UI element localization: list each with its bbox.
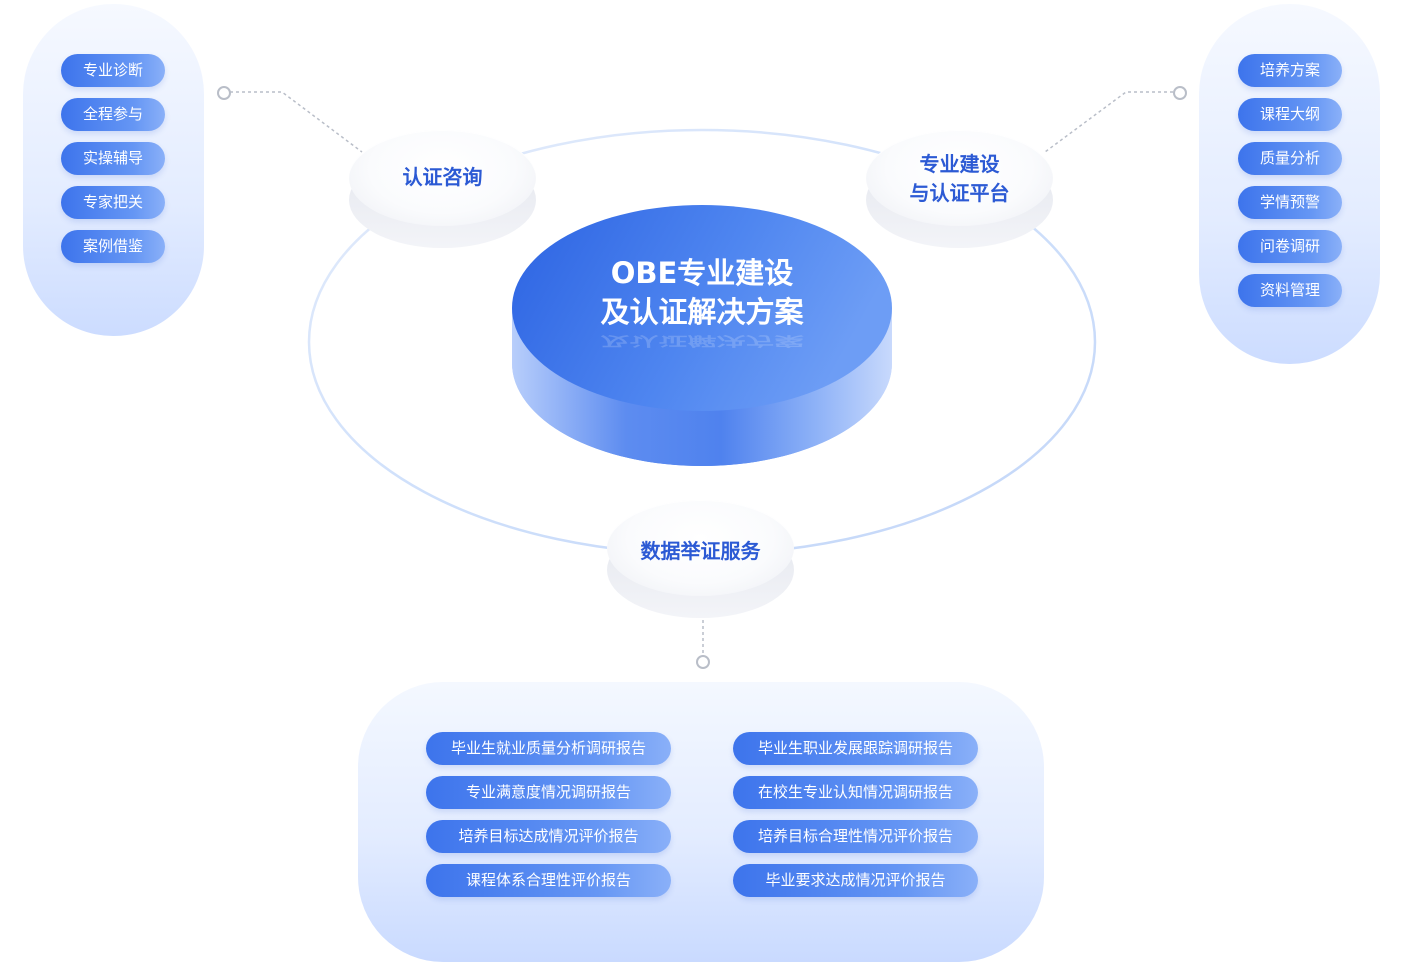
consult-service-pill: 专业诊断	[61, 54, 165, 87]
center-title-reflection: 及认证解决方案	[600, 333, 804, 349]
platform-feature-pill: 培养方案	[1238, 54, 1342, 87]
center-disc	[512, 205, 892, 466]
report-pill: 在校生专业认知情况调研报告	[733, 776, 978, 809]
connector-right	[1044, 91, 1173, 153]
report-pill: 专业满意度情况调研报告	[426, 776, 671, 809]
report-pill: 毕业要求达成情况评价报告	[733, 864, 978, 897]
report-pill: 培养目标合理性情况评价报告	[733, 820, 978, 853]
platform-feature-pill: 学情预警	[1238, 186, 1342, 219]
platform-feature-pill: 质量分析	[1238, 142, 1342, 175]
report-pill: 课程体系合理性评价报告	[426, 864, 671, 897]
consult-service-pill: 案例借鉴	[61, 230, 165, 263]
center-title-line2: 及认证解决方案	[600, 295, 804, 329]
consult-service-pill: 专家把关	[61, 186, 165, 219]
connector-left	[230, 91, 363, 153]
node-evidence: 数据举证服务	[607, 500, 794, 620]
report-pill: 培养目标达成情况评价报告	[426, 820, 671, 853]
consult-service-pill: 实操辅导	[61, 142, 165, 175]
node-evidence-label: 数据举证服务	[640, 539, 761, 563]
connector-left-dot	[217, 86, 231, 100]
platform-feature-pill: 资料管理	[1238, 274, 1342, 307]
platform-feature-pill: 问卷调研	[1238, 230, 1342, 263]
connector-bottom-dot	[696, 655, 710, 669]
platform-feature-pill: 课程大纲	[1238, 98, 1342, 131]
connector-right-dot	[1173, 86, 1187, 100]
consult-service-pill: 全程参与	[61, 98, 165, 131]
node-platform-label-line2: 与认证平台	[909, 181, 1010, 205]
report-pill: 毕业生职业发展跟踪调研报告	[733, 732, 978, 765]
center-title-line1: OBE专业建设	[610, 256, 794, 290]
node-platform: 专业建设 与认证平台	[866, 130, 1053, 250]
node-platform-label-line1: 专业建设	[919, 152, 1000, 176]
report-pill: 毕业生就业质量分析调研报告	[426, 732, 671, 765]
node-consult: 认证咨询	[349, 130, 536, 250]
node-consult-label: 认证咨询	[402, 165, 483, 189]
